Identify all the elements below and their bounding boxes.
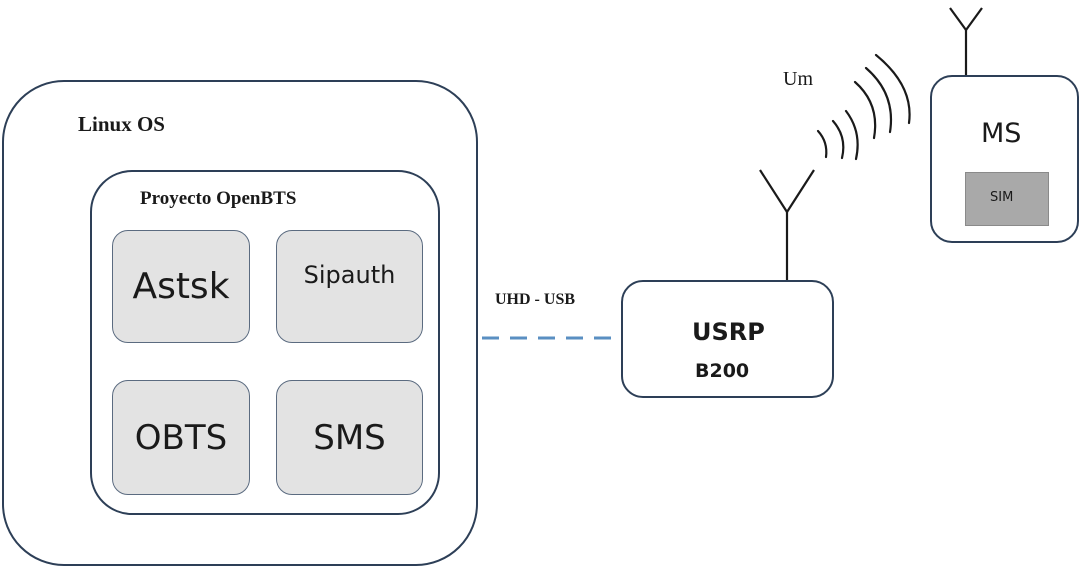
usrp-box (621, 280, 834, 398)
ms-antenna-icon (949, 7, 983, 75)
module-astsk: Astsk (112, 230, 250, 343)
module-obts-label: OBTS (134, 417, 228, 458)
usrp-title: USRP (692, 318, 765, 346)
module-sms-label: SMS (313, 417, 386, 458)
linux-os-label: Linux OS (78, 112, 165, 136)
module-sipauth-label: Sipauth (303, 261, 396, 289)
module-sms: SMS (276, 380, 423, 495)
module-obts: OBTS (112, 380, 250, 495)
usrp-model: B200 (695, 360, 750, 382)
usrp-antenna-icon (759, 169, 815, 280)
um-label: Um (783, 68, 813, 90)
module-sipauth: Sipauth (276, 230, 423, 343)
module-astsk-label: Astsk (132, 266, 230, 307)
sim-card (965, 172, 1049, 226)
sim-label: SIM (990, 190, 1014, 205)
radio-waves-icon (816, 53, 911, 161)
ms-label: MS (981, 118, 1022, 149)
link-label: UHD - USB (495, 291, 576, 308)
openbts-label: Proyecto OpenBTS (140, 188, 297, 209)
